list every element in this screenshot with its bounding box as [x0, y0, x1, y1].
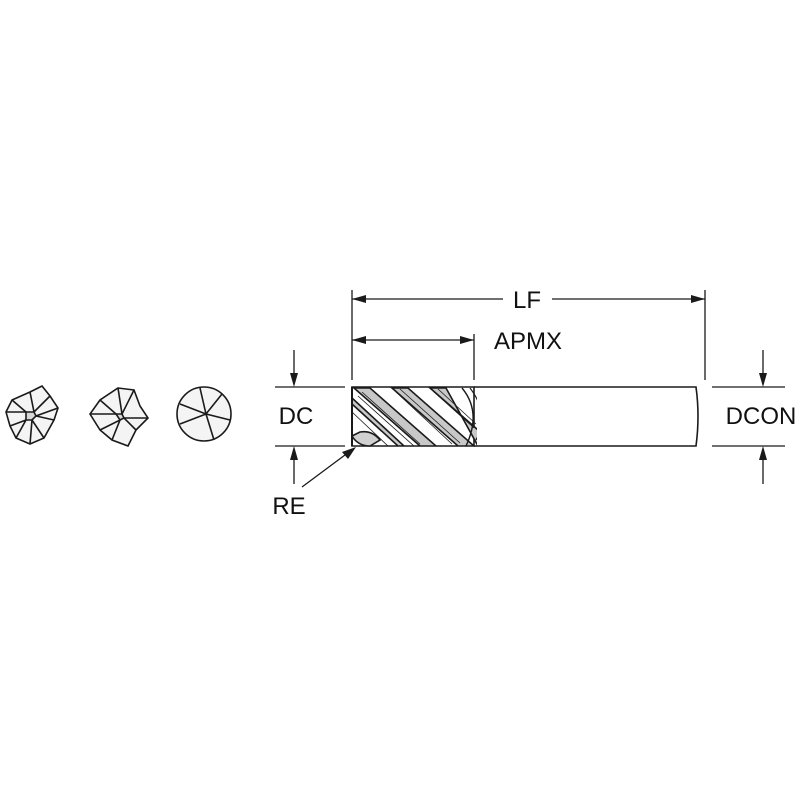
- end-view-4-flute-icon: [89, 387, 150, 448]
- label-re: RE: [272, 493, 305, 520]
- end-mill-side-view: [350, 386, 699, 447]
- corner-radius: [350, 430, 382, 447]
- label-dcon: DCON: [726, 403, 797, 430]
- dc-arrow-top-icon: [290, 373, 298, 387]
- lf-arrow-left-icon: [352, 295, 366, 303]
- dcon-arrow-top-icon: [759, 373, 767, 387]
- end-view-5-flute-icon: [5, 384, 59, 445]
- lf-arrow-right-icon: [691, 295, 705, 303]
- tool-shank: [474, 386, 699, 447]
- label-dc: DC: [279, 403, 314, 430]
- end-view-3-flute-icon: [176, 386, 232, 442]
- re-leader-line: [301, 451, 350, 488]
- helical-flutes: [352, 387, 477, 446]
- dimension-arrows: [290, 295, 767, 460]
- apmx-arrow-left-icon: [352, 336, 366, 344]
- re-arrow-icon: [342, 447, 356, 459]
- dcon-arrow-bottom-icon: [759, 446, 767, 460]
- label-lf: LF: [513, 287, 541, 314]
- apmx-arrow-right-icon: [460, 336, 474, 344]
- label-apmx: APMX: [494, 328, 562, 355]
- dc-arrow-bottom-icon: [290, 446, 298, 460]
- dimension-lines: [275, 290, 785, 488]
